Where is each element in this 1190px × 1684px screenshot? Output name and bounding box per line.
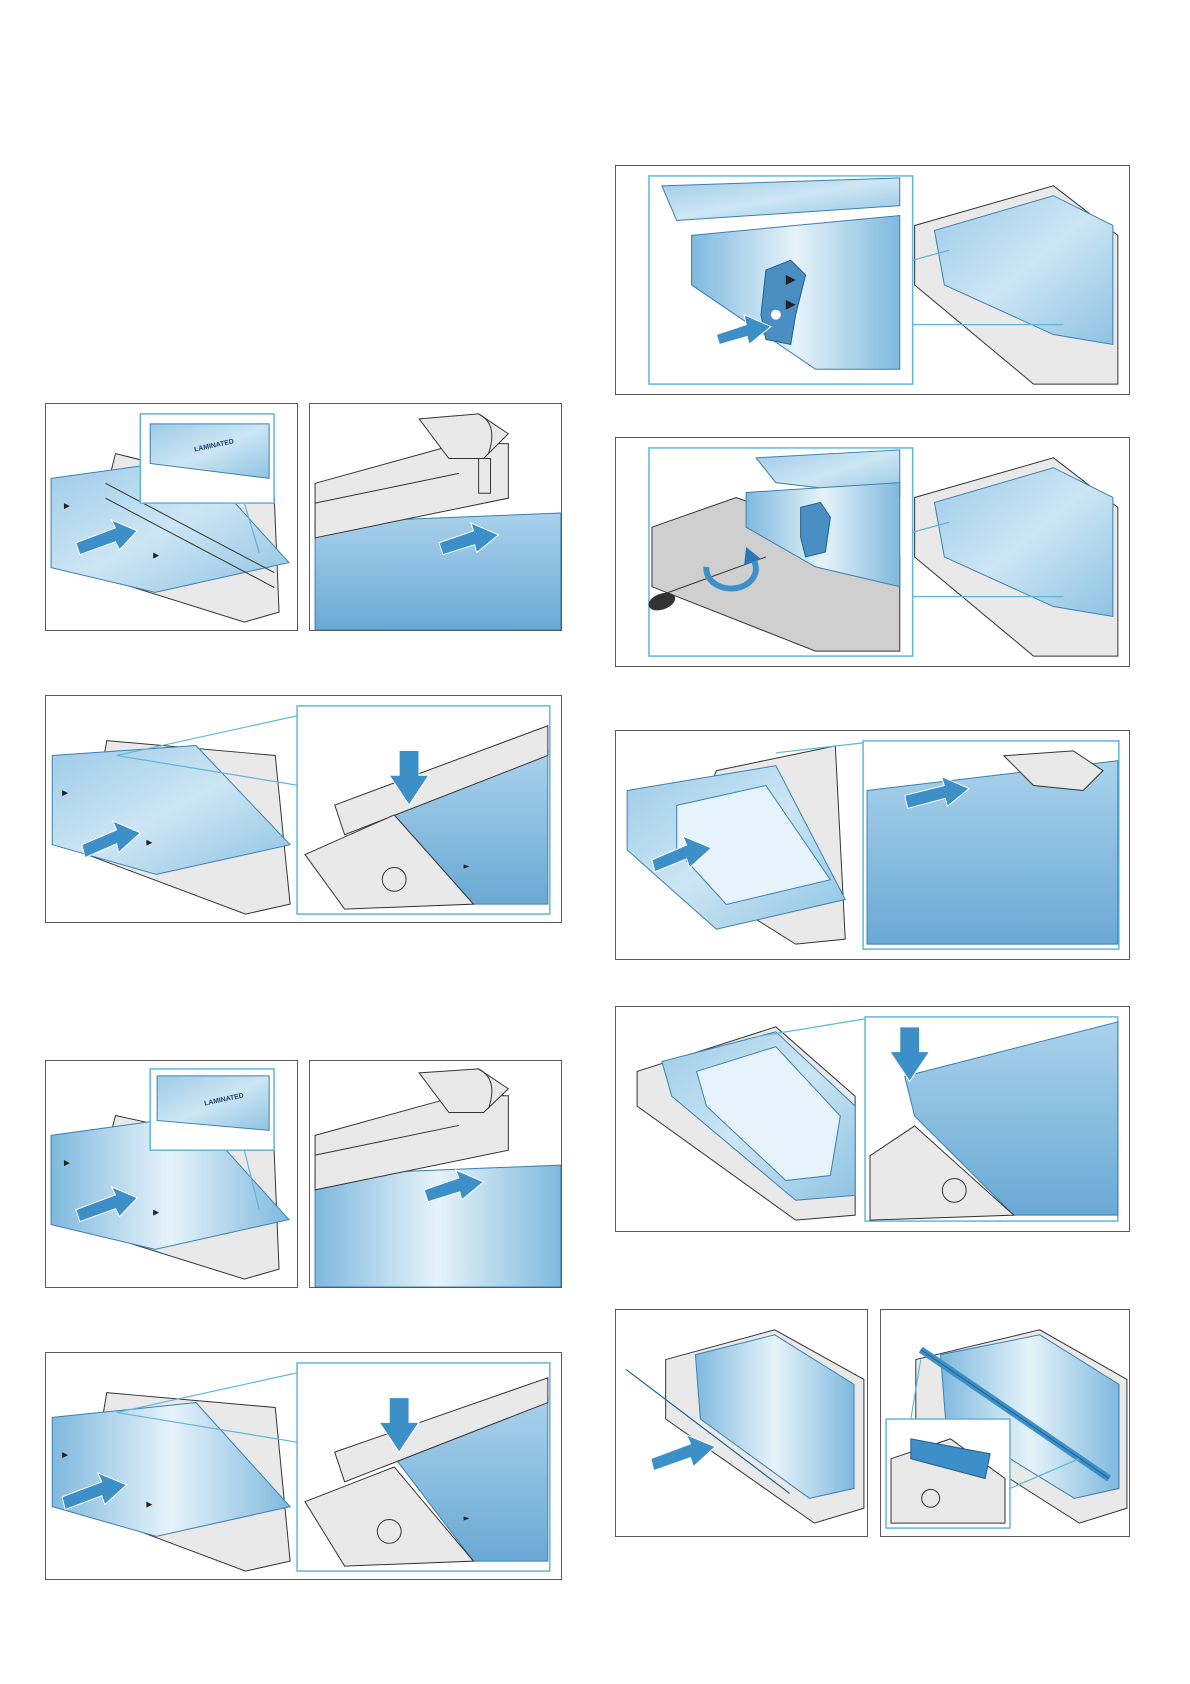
figure-panel-f — [615, 437, 1130, 667]
figure-panel-i-left — [615, 1309, 868, 1537]
figure-panel-b — [45, 695, 562, 923]
figure-panel-a-left: LAMINATED — [45, 403, 298, 631]
figure-panel-d — [45, 1352, 562, 1580]
cover-strip-attached-illustration — [881, 1310, 1129, 1536]
hinge-clip-detail-illustration — [310, 404, 561, 630]
inner-glass-clip-illustration — [616, 1007, 1129, 1231]
glass-pane-clip-insertion-illustration — [46, 696, 561, 922]
figure-panel-c-left: LAMINATED — [45, 1060, 298, 1288]
cover-strip-insertion-illustration — [616, 1310, 867, 1536]
inner-glass-insertion-illustration — [616, 731, 1129, 959]
glass-clip-attach-illustration — [616, 166, 1129, 394]
figure-panel-g — [615, 730, 1130, 960]
figure-panel-c-right — [309, 1060, 562, 1288]
glass-pane-clip-insertion-illustration — [46, 1353, 561, 1579]
glass-pane-insertion-illustration: LAMINATED — [46, 1061, 297, 1287]
figure-panel-h — [615, 1006, 1130, 1232]
figure-panel-i-right — [880, 1309, 1130, 1537]
figure-panel-a-right — [309, 403, 562, 631]
hinge-clip-detail-illustration — [310, 1061, 561, 1287]
glass-pane-insertion-illustration: LAMINATED — [46, 404, 297, 630]
screw-fastening-illustration — [616, 438, 1129, 666]
figure-panel-e — [615, 165, 1130, 395]
